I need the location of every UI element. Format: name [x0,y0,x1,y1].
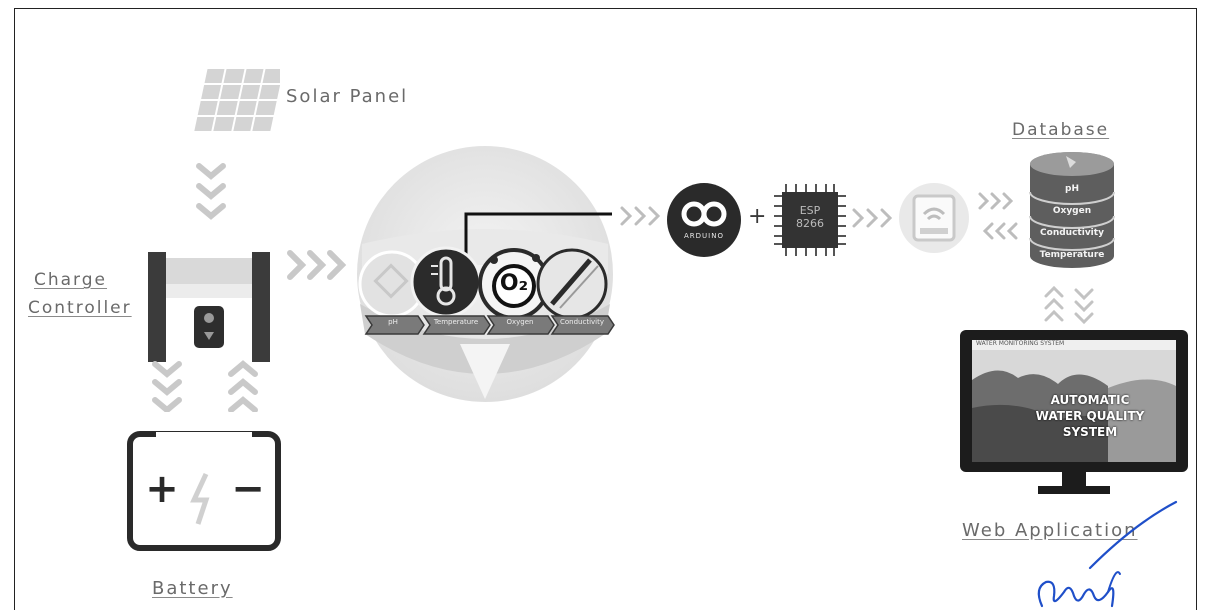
chevrons-right-to-wifi [848,206,896,230]
chevrons-down-solar [194,158,228,228]
monitor-headline-line3: SYSTEM [1020,424,1160,440]
chevrons-right-to-arduino [616,204,664,228]
esp8266-label-line1: ESP [782,204,838,217]
database-label: Database [1012,120,1109,140]
chevrons-bidirectional-database [974,190,1020,246]
tag-temperature: Temperature [430,318,482,326]
monitor-headline-line1: AUTOMATIC [1020,392,1160,408]
database-layer-oxygen: Oxygen [1030,200,1114,222]
database-layer-temperature: Temperature [1030,244,1114,266]
arduino-icon [664,180,744,260]
monitor-headline-line2: WATER QUALITY [1020,408,1160,424]
wifi-module-icon [896,180,972,256]
database-layer-ph: pH [1030,178,1114,200]
esp8266-label: ESP 8266 [782,204,838,230]
temperature-sensor-icon [408,244,484,320]
tag-conductivity: Conductivity [558,318,606,326]
database-layer-conductivity: Conductivity [1030,222,1114,244]
battery-plus-symbol: + [140,466,184,512]
battery-minus-symbol: − [226,466,270,512]
tag-ph: pH [372,318,414,326]
chevrons-bidirectional-webapp [1042,284,1098,330]
database-layer-labels: pH Oxygen Conductivity Temperature [1030,178,1114,266]
conductivity-sensor-icon [530,246,614,322]
charge-controller-label-line1: Charge [34,270,107,290]
monitor-headline: AUTOMATIC WATER QUALITY SYSTEM [1020,392,1160,440]
chevrons-up-battery [226,356,260,412]
arduino-label: ARDUINO [668,232,740,240]
solar-panel-icon [180,62,280,142]
handwritten-signature [1024,496,1184,614]
solar-panel-label: Solar Panel [286,86,408,107]
esp8266-label-line2: 8266 [782,217,838,230]
charge-controller-icon [142,248,282,368]
monitor-nav-title: WATER MONITORING SYSTEM [976,340,1064,347]
chevrons-down-battery [150,356,184,412]
plus-connector: + [748,204,766,229]
charge-controller-label-line2: Controller [28,298,132,318]
battery-label: Battery [152,578,233,599]
tag-oxygen: Oxygen [494,318,546,326]
